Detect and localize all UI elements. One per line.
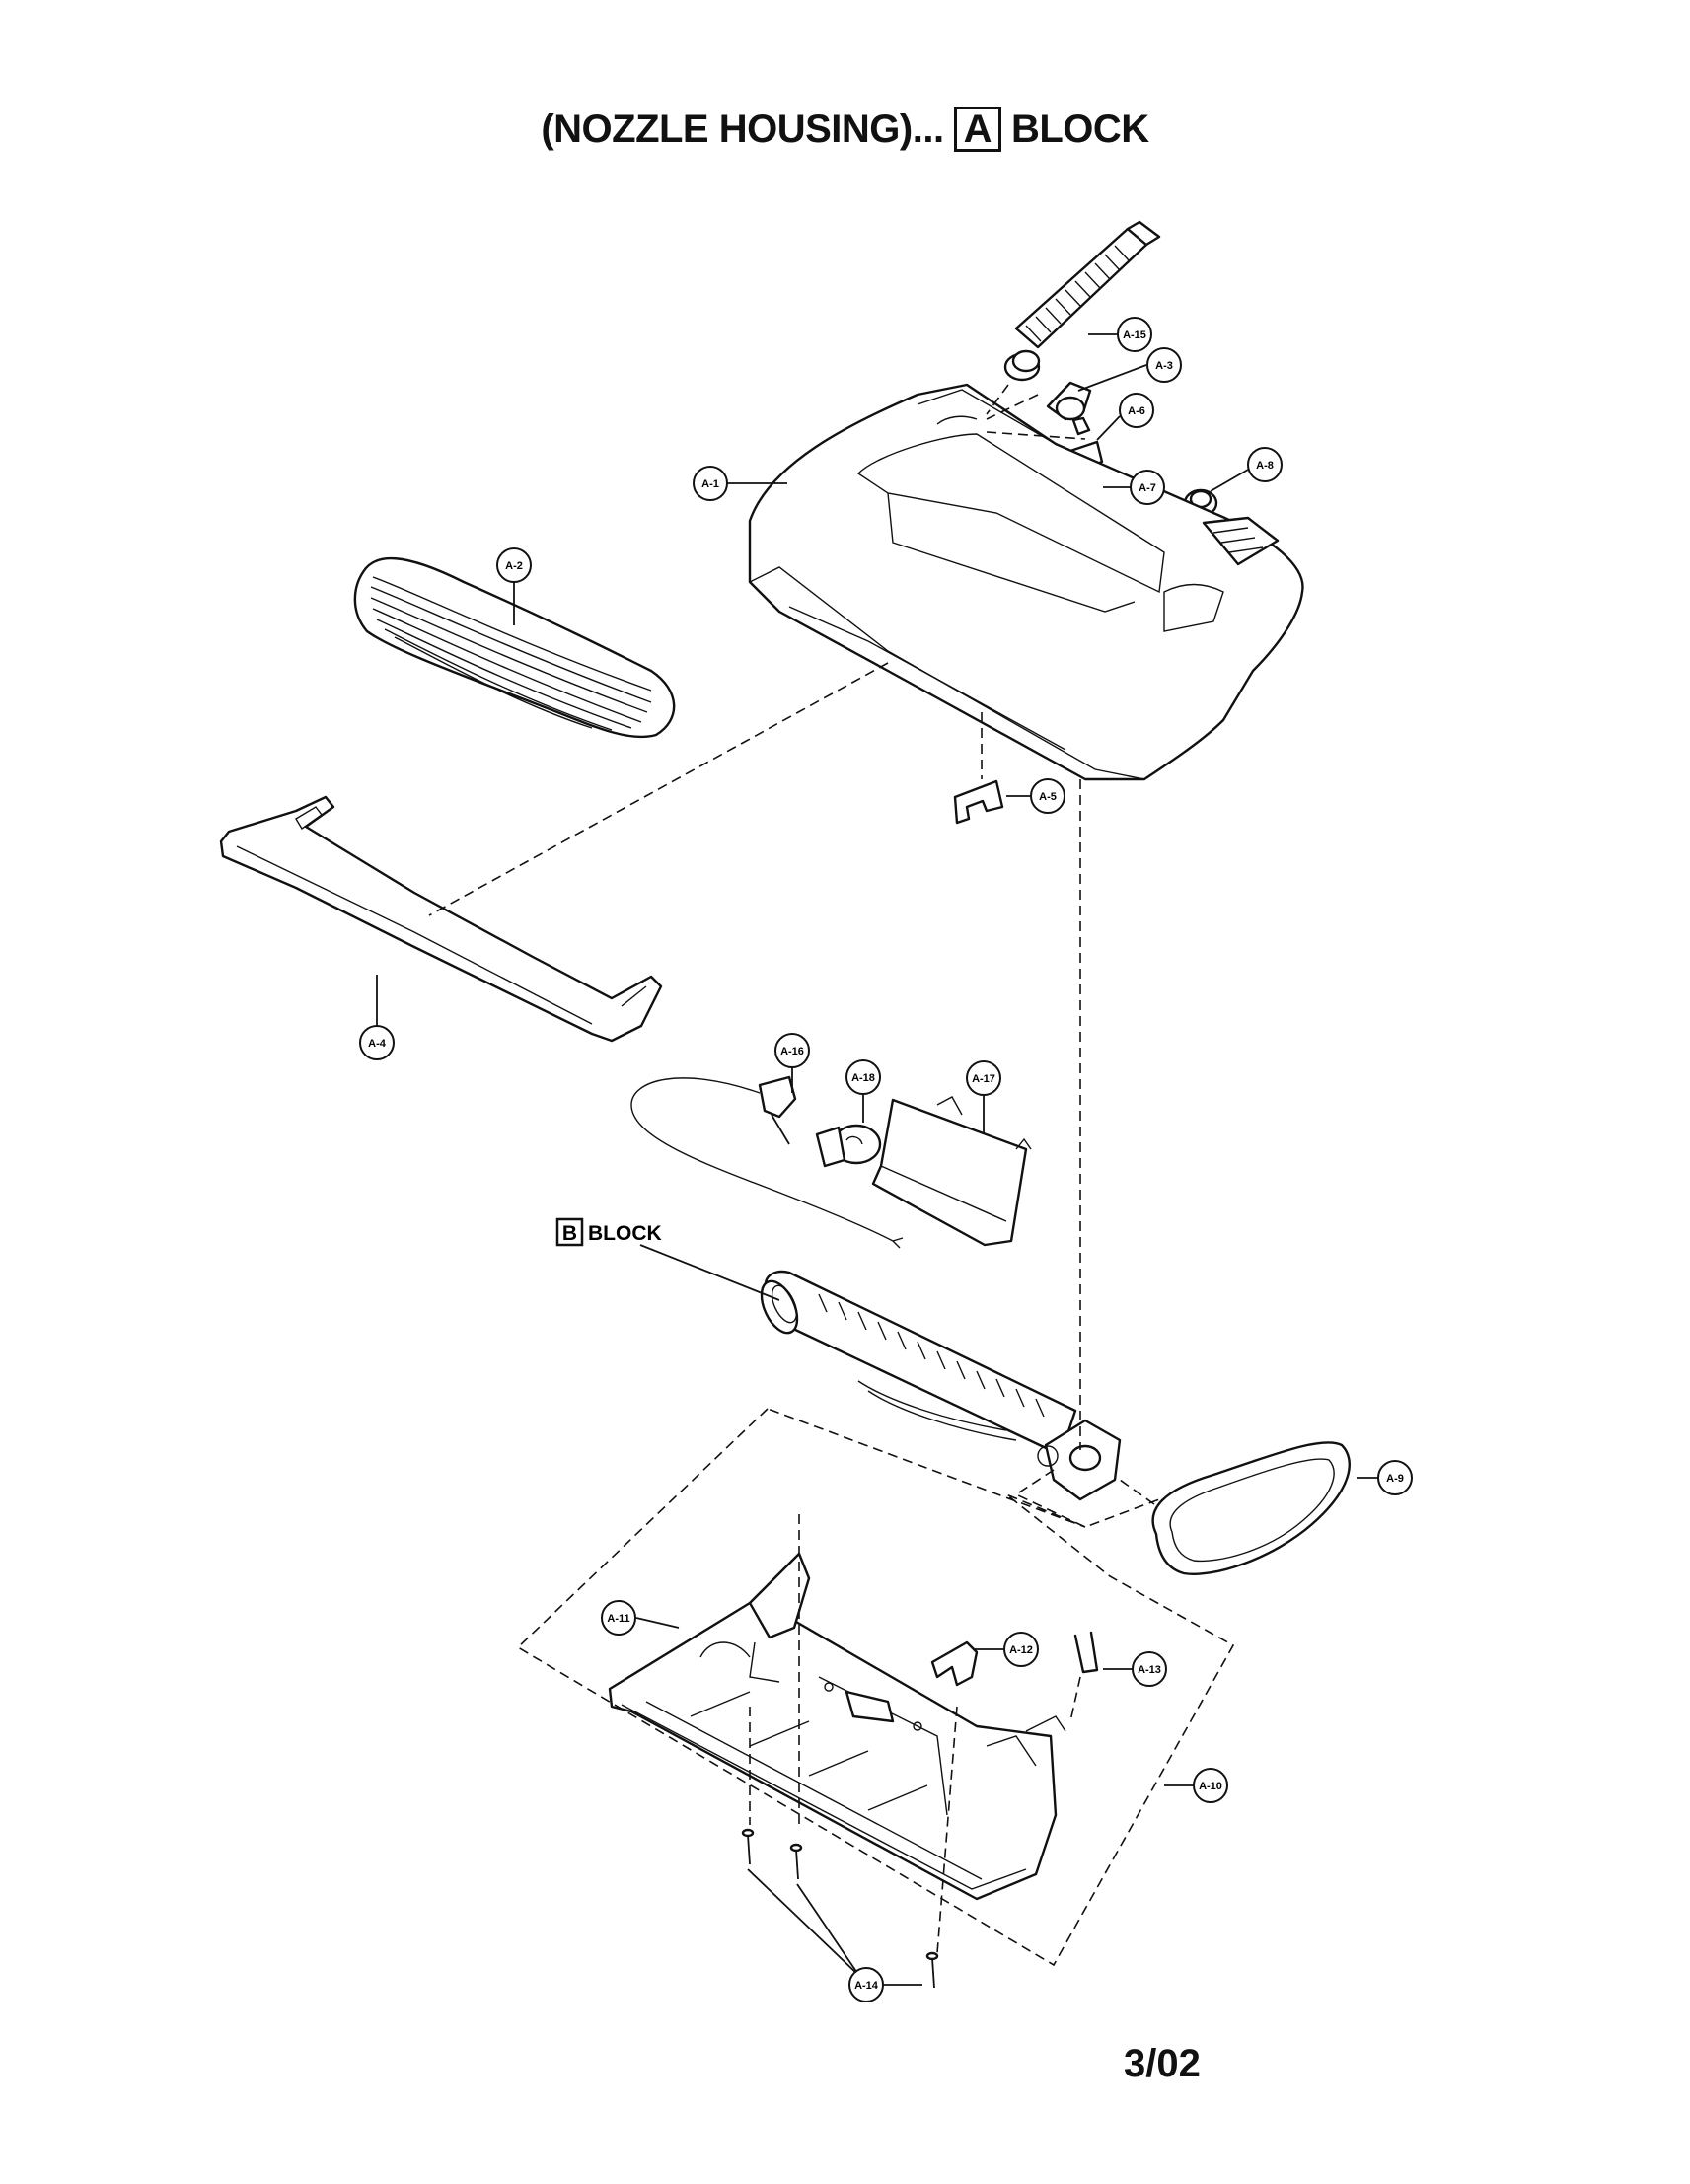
- svg-text:A-7: A-7: [1139, 482, 1156, 494]
- assembly-lines: [428, 384, 1235, 1967]
- nozzle-housing-part: [748, 383, 1304, 781]
- b-block-label: B BLOCK: [555, 1217, 662, 1247]
- callout-a3: A-3: [1146, 347, 1182, 383]
- callout-a7: A-7: [1130, 470, 1165, 505]
- bulb-part: [815, 1124, 882, 1168]
- title-block-word: BLOCK: [1010, 108, 1149, 151]
- spring-clip-part: [1073, 1631, 1099, 1674]
- title-text: (NOZZLE HOUSING)...: [541, 108, 944, 151]
- callout-a4: A-4: [359, 1025, 395, 1060]
- belt-guard-part: [930, 1640, 979, 1687]
- svg-text:A-15: A-15: [1123, 329, 1146, 341]
- revision-date: 3/02: [1124, 2042, 1201, 2085]
- bottom-plate-part: [608, 1552, 1066, 1901]
- hose-part: [1003, 220, 1161, 382]
- lens-cover-part: [871, 1096, 1032, 1247]
- callout-a8: A-8: [1247, 447, 1283, 482]
- screws-part: [741, 1828, 939, 1989]
- leader-lines: [376, 333, 1378, 1986]
- svg-text:A-1: A-1: [701, 478, 719, 490]
- svg-text:A-12: A-12: [1009, 1644, 1033, 1656]
- svg-text:A-5: A-5: [1039, 791, 1057, 803]
- lamp-socket-part: [630, 1075, 904, 1249]
- svg-text:A-9: A-9: [1386, 1473, 1404, 1485]
- callout-a10: A-10: [1193, 1768, 1228, 1803]
- title-block-letter: A: [953, 107, 1001, 152]
- b-block-word: BLOCK: [588, 1222, 662, 1245]
- callout-a12: A-12: [1003, 1632, 1039, 1667]
- callout-a13: A-13: [1132, 1651, 1167, 1687]
- svg-text:A-2: A-2: [505, 560, 523, 572]
- callout-a9: A-9: [1377, 1460, 1413, 1495]
- callout-a16: A-16: [774, 1033, 810, 1068]
- callout-a5: A-5: [1030, 778, 1065, 814]
- callout-a1: A-1: [693, 466, 728, 501]
- svg-text:A-6: A-6: [1128, 405, 1145, 417]
- callout-a2: A-2: [496, 547, 532, 583]
- grille-part: [353, 556, 676, 739]
- brush-roll-part: [760, 1270, 1122, 1501]
- svg-text:A-4: A-4: [368, 1038, 387, 1050]
- svg-text:A-10: A-10: [1199, 1781, 1222, 1792]
- svg-text:A-13: A-13: [1138, 1664, 1161, 1676]
- callout-a14: A-14: [848, 1967, 884, 2002]
- b-block-letter: B: [562, 1222, 577, 1245]
- svg-text:A-11: A-11: [607, 1613, 629, 1625]
- callout-a17: A-17: [966, 1060, 1001, 1096]
- callout-a18: A-18: [845, 1059, 881, 1095]
- svg-text:A-3: A-3: [1155, 360, 1173, 372]
- svg-text:A-14: A-14: [854, 1980, 879, 1992]
- callout-a11: A-11: [601, 1600, 636, 1636]
- belt-part: [1151, 1441, 1351, 1575]
- callouts: A-1 A-2 A-15 A-3 A-6 A-7 A-8 A-5 A-4 A-1…: [359, 317, 1413, 2002]
- callout-a15: A-15: [1117, 317, 1152, 352]
- callout-a6: A-6: [1119, 393, 1154, 428]
- svg-text:A-16: A-16: [780, 1046, 804, 1057]
- svg-text:A-18: A-18: [851, 1072, 875, 1084]
- hose-elbow-part: [1046, 381, 1092, 436]
- svg-text:A-8: A-8: [1256, 460, 1274, 472]
- svg-text:A-17: A-17: [972, 1073, 995, 1085]
- bracket-part: [953, 779, 1004, 825]
- bumper-part: [219, 795, 663, 1043]
